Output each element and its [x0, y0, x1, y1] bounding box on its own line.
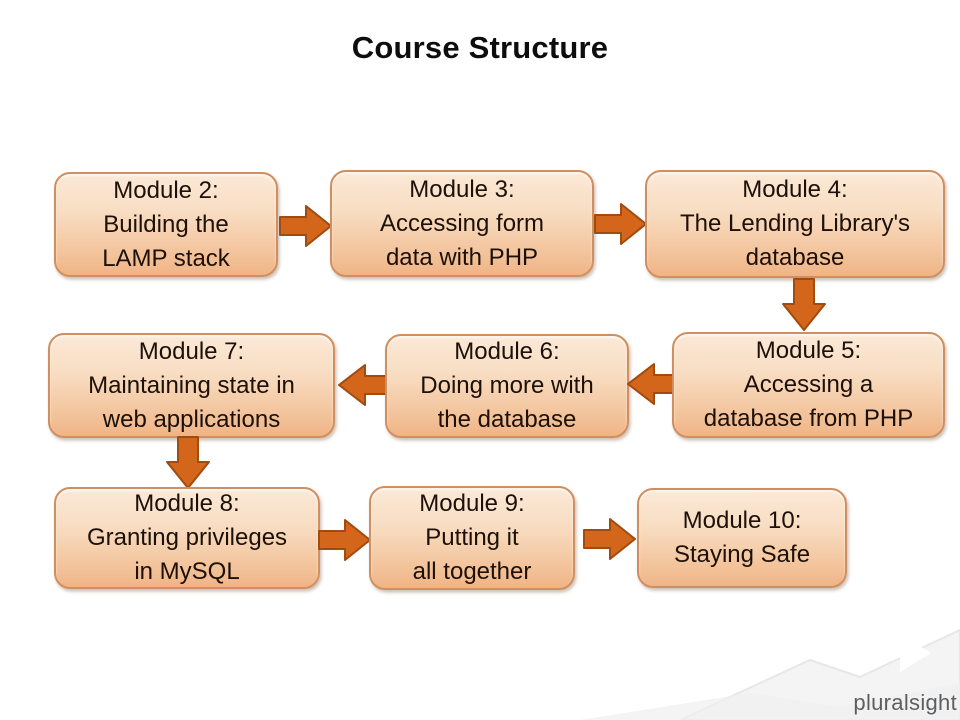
arrow-right-icon [279, 205, 332, 247]
arrow-right-icon [318, 519, 371, 561]
arrow-right-icon [594, 203, 647, 245]
pluralsight-play-icon [900, 634, 931, 672]
module-9-line-2: Putting it [425, 524, 519, 551]
module-8-line-3: in MySQL [134, 558, 240, 585]
pluralsight-wordmark: pluralsight [853, 690, 957, 715]
slide-title: Course Structure [351, 30, 609, 65]
module-6-line-2: Doing more with [420, 372, 594, 399]
module-5-box: Module 5: Accessing a database from PHP [672, 332, 945, 438]
arrow-down-icon [166, 436, 210, 489]
module-5-line-2: Accessing a [743, 371, 874, 398]
module-2-line-3: LAMP stack [102, 244, 230, 272]
module-8-box: Module 8: Granting privileges in MySQL [54, 487, 320, 589]
module-7-line-2: Maintaining state in [88, 371, 295, 399]
module-10-line-2: Staying Safe [673, 541, 811, 568]
module-6-box: Module 6: Doing more with the database [385, 334, 629, 438]
module-6-line-1: Module 6: [454, 338, 560, 365]
module-2-line-1: Module 2: [113, 176, 219, 204]
module-8-line-2: Granting privileges [86, 524, 288, 551]
module-4-line-1: Module 4: [742, 176, 848, 203]
module-8-line-1: Module 8: [134, 490, 240, 517]
module-7-box: Module 7: Maintaining state in web appli… [48, 333, 335, 438]
module-4-line-2: The Lending Library's [679, 210, 911, 237]
module-4-box: Module 4: The Lending Library's database [645, 170, 945, 278]
module-2-box: Module 2: Building the LAMP stack [54, 172, 278, 277]
module-2-line-2: Building the [103, 210, 229, 238]
module-7-line-3: web applications [102, 405, 281, 433]
module-10-line-1: Module 10: [682, 507, 802, 534]
module-3-line-1: Module 3: [409, 175, 515, 203]
module-10-box: Module 10: Staying Safe [637, 488, 847, 588]
module-3-line-3: data with PHP [385, 243, 539, 271]
arrow-left-icon [338, 364, 392, 406]
module-5-line-1: Module 5: [755, 337, 862, 364]
module-4-line-3: database [745, 244, 845, 271]
module-3-line-2: Accessing form [379, 209, 545, 237]
arrow-down-icon [782, 278, 826, 331]
arrow-right-icon [583, 518, 636, 560]
module-9-line-1: Module 9: [419, 490, 525, 517]
module-7-line-1: Module 7: [138, 337, 245, 365]
module-5-line-3: database from PHP [703, 405, 914, 432]
module-9-box: Module 9: Putting it all together [369, 486, 575, 590]
module-9-line-3: all together [412, 558, 532, 585]
module-3-box: Module 3: Accessing form data with PHP [330, 170, 594, 277]
module-6-line-3: the database [437, 406, 577, 433]
